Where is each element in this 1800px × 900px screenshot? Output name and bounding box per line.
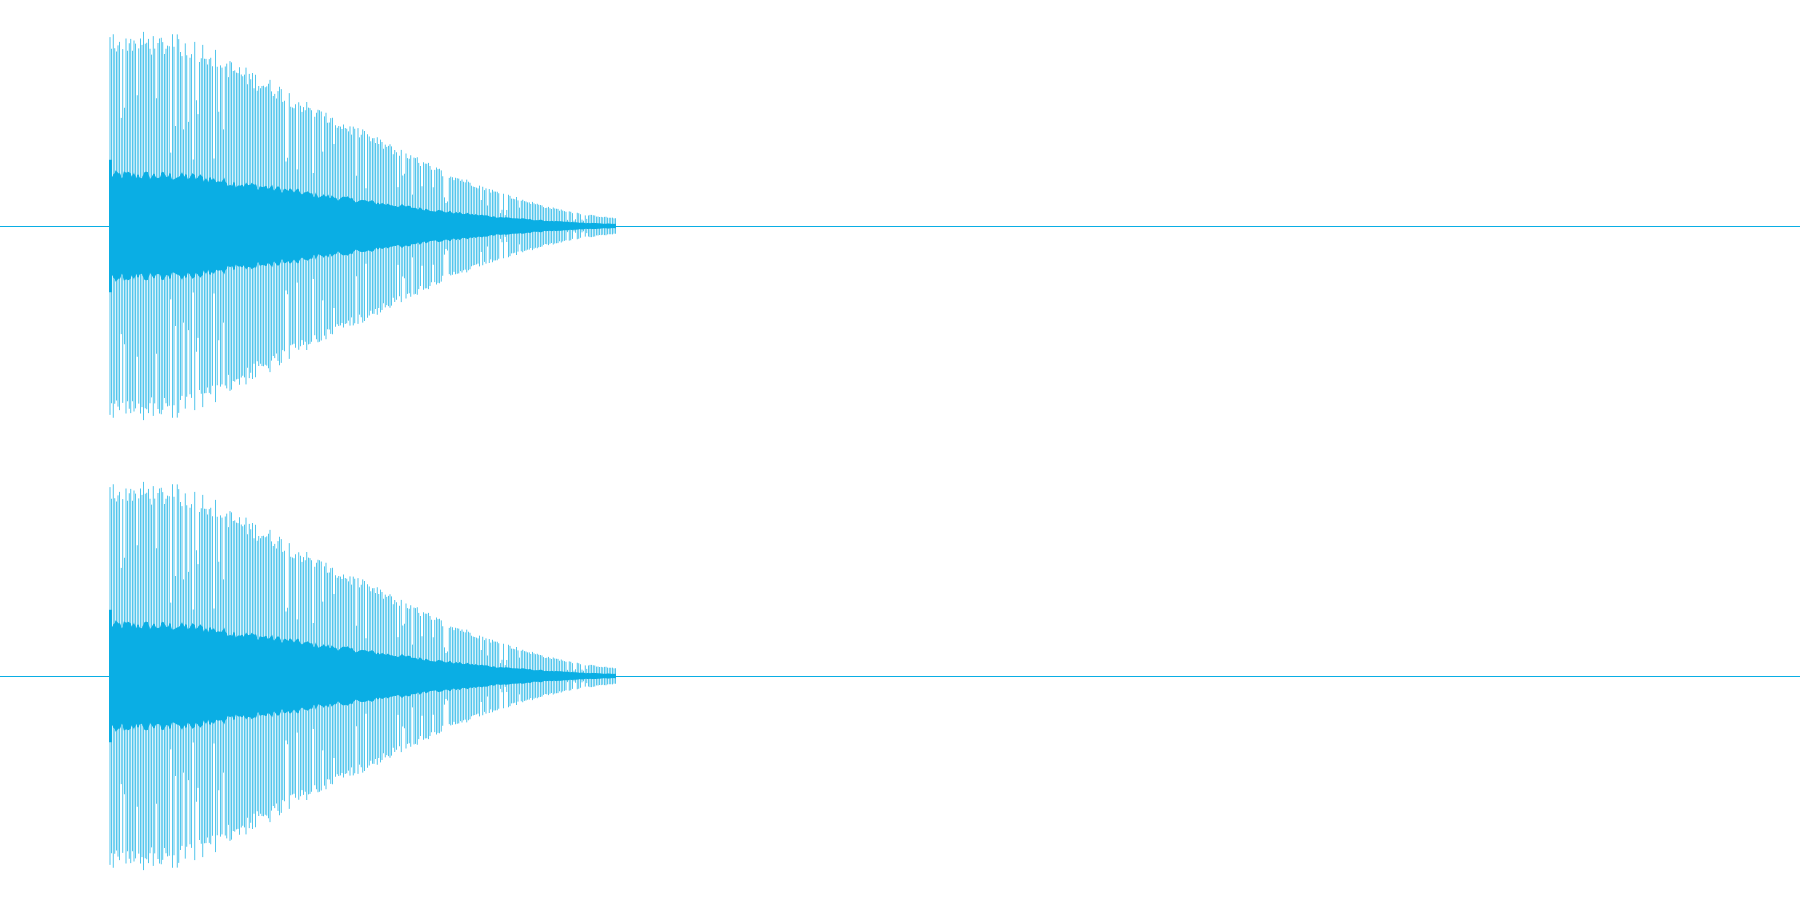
channel-right (0, 481, 1800, 871)
waveform-attack (109, 159, 112, 293)
waveform-attack (109, 609, 112, 743)
channel-left (0, 31, 1800, 421)
